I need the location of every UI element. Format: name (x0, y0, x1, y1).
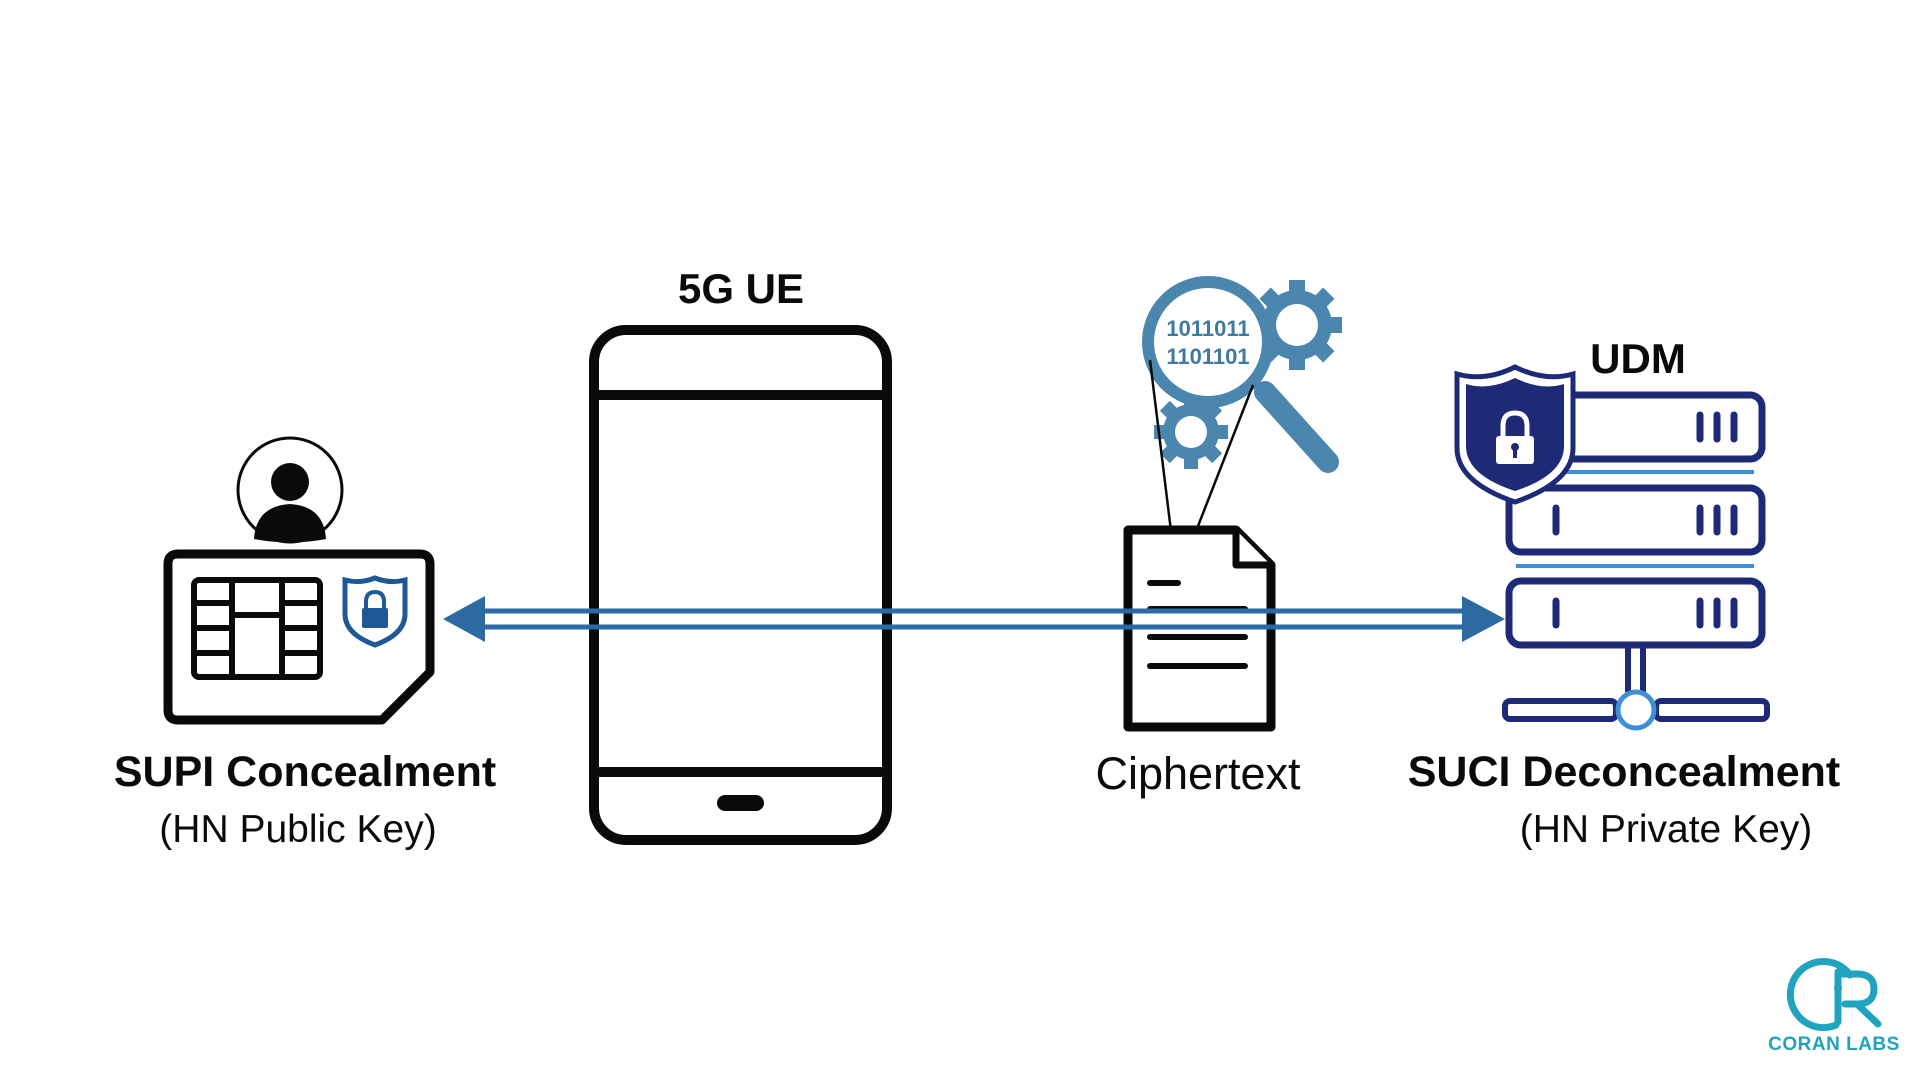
hn-public-key-label: (HN Public Key) (159, 808, 437, 851)
hn-private-key-label: (HN Private Key) (1519, 808, 1813, 851)
magnifier-gears-icon: 1011011 1101101 (1142, 276, 1342, 473)
ciphertext-label: Ciphertext (1095, 748, 1301, 799)
binary-line-1: 1011011 (1166, 316, 1249, 341)
binary-line-2: 1101101 (1166, 344, 1249, 369)
sim-lock-shield-icon (342, 575, 408, 648)
brand-name: CORAN LABS (1768, 1034, 1900, 1055)
coran-labs-logo-icon (1786, 958, 1882, 1031)
user-avatar-icon (236, 436, 344, 544)
supi-concealment-label: SUPI Concealment (113, 748, 497, 796)
bidirectional-arrow (443, 596, 1505, 642)
udm-label: UDM (1590, 335, 1686, 382)
smartphone-icon (589, 325, 892, 845)
suci-deconcealment-label: SUCI Deconcealment (1407, 748, 1841, 796)
server-lock-shield-icon (1454, 364, 1576, 505)
ue-label: 5G UE (677, 265, 805, 312)
